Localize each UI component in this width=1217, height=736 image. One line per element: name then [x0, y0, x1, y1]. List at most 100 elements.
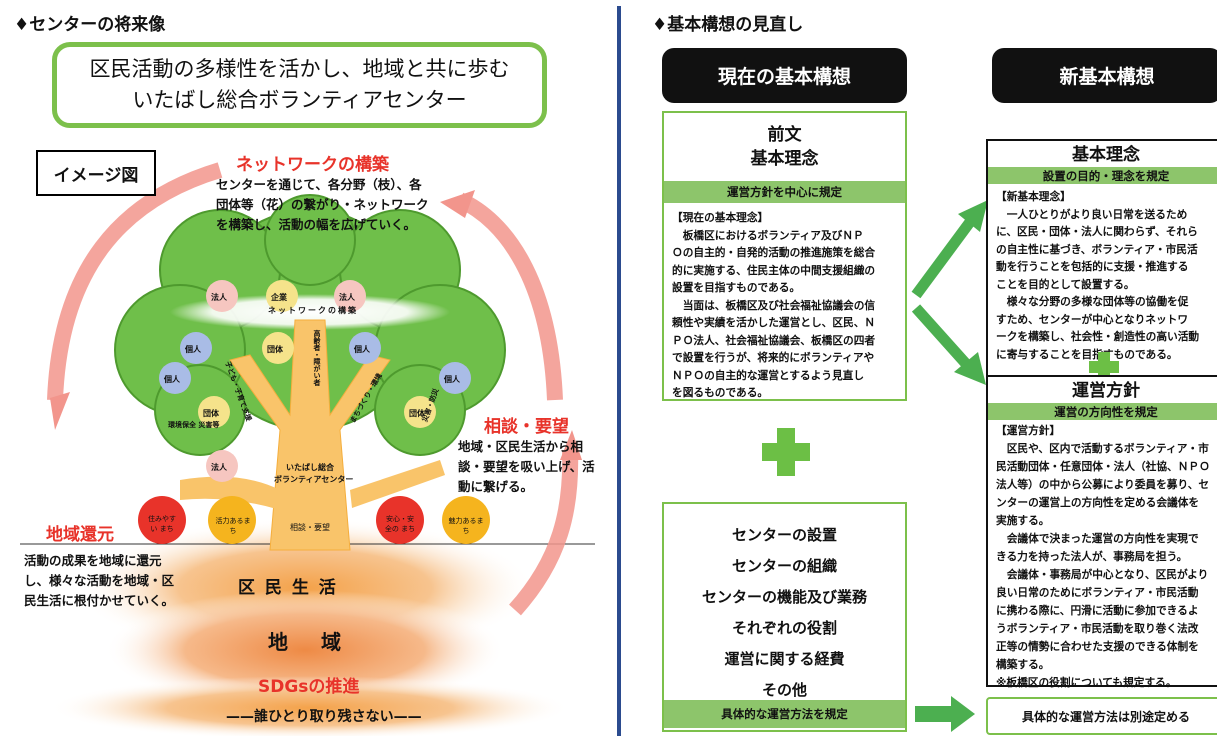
new-policy-line: 民活動団体・任意団体・法人（社協、ＮＰＯ: [996, 460, 1210, 473]
new-policy-line: 実施する。: [996, 514, 1050, 527]
new-policy-line: 区民や、区内で活動するボランティア・市: [996, 442, 1209, 455]
trunk: [229, 319, 391, 551]
apple-label: 住みやすい まち: [148, 515, 176, 533]
new-policy-line: 正等の情勢に合わせた支援のできる体制を: [996, 640, 1199, 653]
arrows-current-to-new: [911, 200, 988, 385]
new-principle-line: 動を行うことを包括的に支援・推進する: [996, 260, 1189, 273]
tree-illustration: [20, 162, 595, 736]
current-principle-bar: 運営方針を中心に規定: [664, 181, 905, 203]
vision-line-2: いたばし総合ボランティアセンター: [132, 88, 467, 112]
flower-label: 個人: [185, 345, 201, 354]
image-label: イメージ図: [36, 150, 156, 196]
current-operation-item: センターの機能及び業務: [701, 588, 867, 606]
flower-label: 法人: [211, 293, 227, 302]
new-policy-line: うボランティア・市民活動を取り巻く法改: [996, 622, 1199, 635]
right-section-title: ♦基本構想の見直し: [652, 15, 804, 35]
branch-left: [180, 476, 280, 510]
no-one-left-behind: ——誰ひとり取り残さない——: [226, 709, 422, 725]
trunk-label-1: いたばし総合: [286, 463, 334, 472]
current-principle-panel: 前文 基本理念 運営方針を中心に規定 【現在の基本理念】 板橋区におけるボランテ…: [662, 111, 907, 401]
current-principle-line: 的に実施する、住民主体の中間支援組織の: [672, 263, 876, 277]
new-policy-line: きる力を持った法人が、事務局を担う。: [996, 550, 1188, 563]
return-title: 地域還元: [46, 525, 114, 545]
new-plan-header: 新基本構想: [992, 48, 1217, 103]
branch-right: [350, 460, 445, 508]
new-principle-line: 一人ひとりがより良い日常を送るため: [996, 207, 1188, 221]
new-principle-line: すため、センターが中心となりネットワ: [996, 312, 1189, 326]
new-policy-line: に携わる際に、円滑に活動に参加できるよ: [996, 604, 1199, 617]
new-principle-label: 【新基本理念】: [996, 190, 1071, 203]
vision-line-1: 区民活動の多様性を活かし、地域と共に歩む: [89, 57, 510, 81]
current-operation-item: センターの組織: [731, 557, 837, 575]
flower-label: 個人: [164, 375, 180, 384]
return-desc-line: 活動の成果を地域に還元: [24, 553, 162, 568]
network-desc-line: を構築し、活動の幅を広げていく。: [216, 217, 417, 232]
current-operation-item: それぞれの役割: [731, 619, 837, 637]
plus-icon: [1089, 352, 1119, 382]
new-operation-text: 具体的な運営方法は別途定める: [1021, 709, 1190, 724]
network-desc-line: 団体等（花）の繋がり・ネットワーク: [216, 197, 429, 212]
current-preamble-heading: 前文: [767, 125, 802, 145]
flower-label: 法人: [339, 293, 355, 302]
network-desc: センターを通じて、各分野（枝）、各 団体等（花）の繋がり・ネットワーク を構築し…: [216, 175, 429, 235]
current-principle-line: 設置を目指すものである。: [672, 281, 801, 294]
new-policy-heading: 運営方針: [1072, 381, 1140, 401]
new-policy-line: 会議体で決まった運営の方向性を実現で: [996, 532, 1199, 545]
apples: [138, 496, 490, 544]
arrow-top-right: [456, 192, 563, 401]
new-principle-line: ークを構築し、社会性・創造性の高い活動: [996, 330, 1200, 343]
current-operation-item: センターの設置: [731, 526, 837, 544]
new-principle-line: に寄与することを目指すものである。: [996, 347, 1178, 361]
return-desc: 活動の成果を地域に還元 し、様々な活動を地域・区 民生活に根付かせていく。: [24, 551, 174, 611]
current-operation-bar: 具体的な運営方法を規定: [664, 700, 905, 728]
branch-label: 環境保全 災害等: [168, 421, 220, 429]
arrow-bottom-right: [509, 449, 579, 616]
consult-desc-line: 地域・区民生活から相: [458, 439, 584, 454]
arrow-down-right-icon: [911, 304, 986, 385]
new-policy-line: ンターの運営上の方向性を定める会議体を: [996, 496, 1200, 509]
new-principle-line: の自主性に基づき、ボランティア・市民活: [996, 242, 1198, 256]
flowers: [159, 280, 471, 482]
new-policy-line: 会議体・事務局が中心となり、区民がより: [996, 568, 1209, 581]
new-operation-panel: 具体的な運営方法は別途定める: [986, 697, 1217, 735]
ground-glow-sdgs: [50, 676, 570, 736]
new-principle-heading: 基本理念: [1072, 145, 1140, 165]
current-plan-header: 現在の基本構想: [662, 48, 907, 103]
left-section-title: ♦センターの将来像: [14, 15, 166, 35]
flower-label: 企業: [271, 293, 287, 302]
vision-box: 区民活動の多様性を活かし、地域と共に歩む いたばし総合ボランティアセンター: [52, 42, 547, 128]
return-desc-line: し、様々な活動を地域・区: [24, 573, 175, 588]
arrow-head-bottom-right: [560, 430, 582, 460]
return-desc-line: 民生活に根付かせていく。: [24, 593, 175, 608]
flower-label: 法人: [211, 463, 227, 472]
canopy-label: ネットワークの構築: [268, 306, 358, 315]
new-principle-bar: 設置の目的・理念を規定: [988, 167, 1217, 184]
flower-label: 団体: [203, 409, 219, 418]
canopy-cloud: [170, 294, 450, 330]
new-principle-panel: 基本理念 設置の目的・理念を規定 【新基本理念】 一人ひとりがより良い日常を送る…: [986, 139, 1217, 394]
trunk-label-2: ボランティアセンター: [274, 475, 354, 484]
ground-label-life: 区 民 生 活: [238, 578, 338, 598]
column-divider: [617, 6, 621, 736]
current-operation-panel: センターの設置 センターの組織 センターの機能及び業務 それぞれの役割 運営に関…: [662, 502, 907, 732]
branch-label: 高齢者・障がい者: [313, 330, 321, 386]
apple-label: 活力あるまち: [215, 517, 251, 535]
ground-label-region: 地 域: [268, 630, 341, 654]
arrow-head-top-right: [440, 190, 475, 218]
consult-desc-line: 動に繋げる。: [458, 479, 534, 494]
sdgs-title: SDGsの推進: [258, 677, 360, 697]
arrow-top-left: [47, 162, 223, 401]
new-principle-line: に、区民・団体・法人に関わらず、それら: [996, 225, 1198, 238]
arrow-head-top-left: [50, 392, 70, 430]
trunk-consult-label: 相談・要望: [290, 523, 330, 532]
current-principle-line: 当面は、板橋区及び社会福祉協議会の信: [672, 298, 876, 312]
plus-icon: [762, 428, 810, 476]
current-operation-item: その他: [761, 681, 807, 699]
new-principle-line: ことを目的として設置する。: [996, 277, 1135, 291]
current-principle-line: ＮＰＯの自主的な運営とするよう見直し: [672, 368, 865, 382]
flower-label: 個人: [444, 375, 460, 384]
consult-desc: 地域・区民生活から相 談・要望を吸い上げ、活 動に繋げる。: [458, 437, 595, 497]
new-principle-line: 様々な分野の多様な団体等の協働を促: [996, 295, 1189, 308]
network-desc-line: センターを通じて、各分野（枝）、各: [216, 177, 422, 192]
current-principle-line: ＰＯ法人、社会福祉協議会、板橋区の四者: [672, 333, 876, 347]
